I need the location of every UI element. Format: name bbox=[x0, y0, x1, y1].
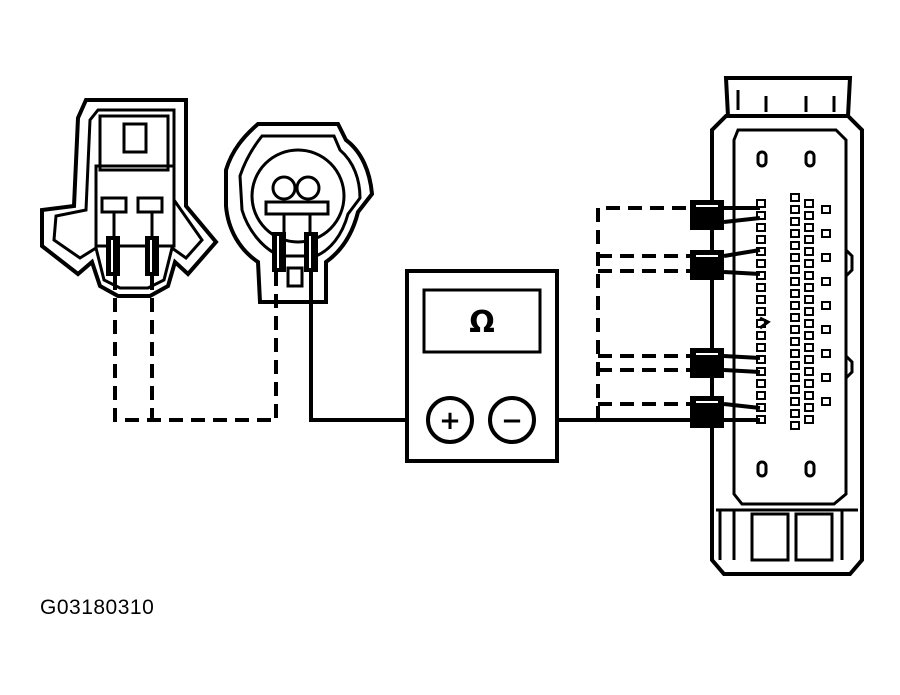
negative-terminal-label: − bbox=[501, 406, 523, 436]
negative-terminal-icon bbox=[488, 396, 536, 444]
probe-clip-2 bbox=[690, 248, 761, 280]
probe-clip-4 bbox=[690, 396, 761, 428]
ohmmeter-icon: Ω + − bbox=[405, 269, 559, 463]
meter-display-symbol: Ω bbox=[469, 305, 495, 340]
positive-terminal-label: + bbox=[439, 406, 461, 436]
module-pin-grid bbox=[756, 193, 831, 430]
pin-column-left bbox=[756, 199, 766, 424]
dashed-jumper-wires bbox=[113, 206, 692, 422]
probe-clip-3 bbox=[690, 348, 761, 378]
figure-id-label: G03180310 bbox=[40, 596, 155, 619]
pin-column-right bbox=[804, 199, 814, 424]
module-probe-clips bbox=[690, 200, 761, 428]
left-connector-icon bbox=[40, 98, 219, 298]
solid-test-leads bbox=[309, 272, 692, 422]
positive-terminal-icon bbox=[426, 396, 474, 444]
probe-clip-1 bbox=[690, 200, 761, 230]
control-module-icon bbox=[710, 76, 864, 576]
round-connector-icon bbox=[224, 122, 375, 304]
pin-column-middle bbox=[790, 193, 800, 430]
pin-key-mark bbox=[759, 316, 771, 330]
pin-column-far-right bbox=[821, 205, 831, 406]
